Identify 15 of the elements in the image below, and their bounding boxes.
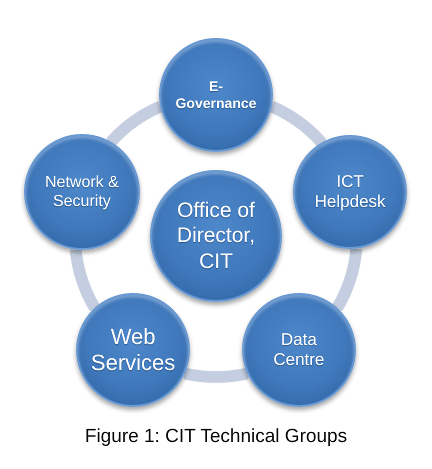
ring-connector: [269, 102, 326, 147]
node-label: Network & Security: [44, 173, 120, 212]
ring-connector: [70, 249, 100, 310]
figure-caption: Figure 1: CIT Technical Groups: [84, 425, 348, 449]
ring-connector: [106, 102, 163, 146]
circle-node: [150, 170, 282, 302]
node-label: Office of Director, CIT: [176, 198, 256, 274]
node-label: ICT Helpdesk: [314, 172, 387, 213]
ring-connector: [184, 368, 248, 382]
node-label: Data Centre: [272, 330, 326, 370]
circle-node: [242, 293, 356, 408]
node-label: E-Governance: [174, 78, 258, 112]
circle-node: [76, 293, 190, 408]
ring-connector: [332, 248, 362, 310]
node-label: Web Services: [90, 324, 176, 376]
